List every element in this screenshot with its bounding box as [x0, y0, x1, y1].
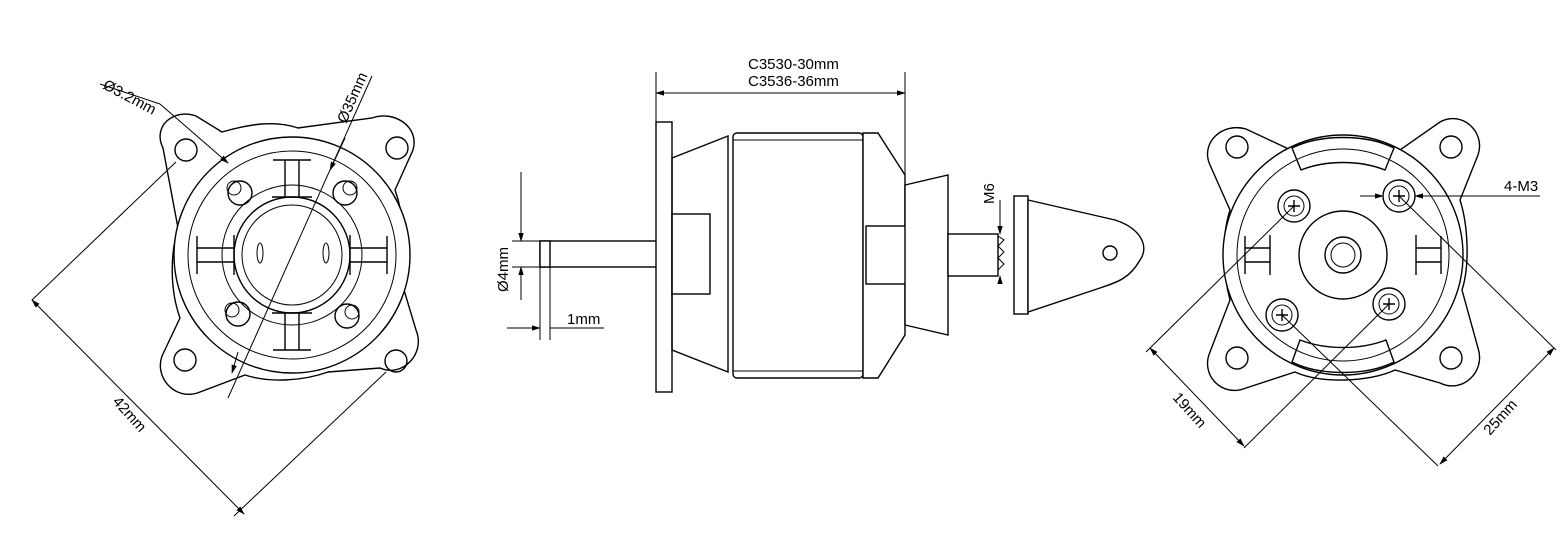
front-hub-inner [241, 204, 343, 306]
body-dim-arrow-top [329, 137, 346, 171]
can-edge-lines [733, 139, 863, 372]
rear-inner-ring [1236, 148, 1450, 362]
mount-spacing-label: 42mm [109, 393, 150, 435]
front-view: Ø3.2mm Ø35mm 42mm [31, 70, 419, 517]
body-diameter-label: Ø35mm [334, 70, 371, 126]
spinner-hole [1102, 245, 1118, 261]
mount-dim-line [31, 299, 245, 515]
rear-window-bottom [1291, 339, 1395, 374]
front-hole-br [384, 349, 408, 373]
rear-hole-br [1439, 346, 1463, 370]
rear-window-top [1291, 136, 1395, 171]
front-slot-right [322, 242, 330, 264]
front-hole-tl [174, 138, 198, 162]
step-ext-lines [539, 267, 551, 340]
front-spokes [196, 159, 388, 351]
adapter-cone [904, 174, 949, 336]
short-ext-2 [1243, 303, 1390, 449]
rear-bearing [1324, 236, 1362, 274]
thread-label: M6 [981, 183, 998, 204]
spinner-washer [1013, 195, 1029, 315]
rear-boss [865, 225, 907, 285]
body-dim-line [227, 75, 373, 399]
rear-hole-tl [1225, 135, 1249, 159]
rear-bearing-inner [1330, 242, 1356, 268]
shaft [539, 240, 661, 268]
shaft-step-label: 1mm [567, 311, 600, 328]
hole-dim-arrow [159, 103, 229, 164]
front-hole-bl [173, 348, 197, 372]
shaft-diameter-label: Ø4mm [495, 247, 512, 292]
shaft-ext-lines [512, 240, 544, 268]
side-view: C3530-30mm C3536-36mm Ø4mm 1mm M6 [495, 56, 1145, 393]
rear-motor-can [1222, 134, 1464, 376]
mount-ext-line-1 [31, 161, 177, 301]
rear-spoke-right [1415, 235, 1442, 275]
thread-zigzag [997, 235, 1005, 271]
flange [655, 121, 673, 393]
spacing-short-label: 19mm [1169, 389, 1210, 431]
motor-can-side [732, 132, 864, 379]
front-hole-tr [385, 136, 409, 160]
adapter-shaft [947, 233, 999, 277]
hole-dim-leader [99, 83, 161, 105]
length-c3530-label: C3530-30mm [748, 56, 839, 73]
hole-diameter-label: Ø3.2mm [100, 77, 159, 119]
rear-hole-tr [1439, 135, 1463, 159]
rear-view: 4-M3 19mm 25mm [1145, 117, 1557, 467]
short-dim-line [1149, 347, 1245, 447]
length-c3536-label: C3536-36mm [748, 73, 839, 90]
front-slot-left [256, 242, 264, 264]
short-ext-1 [1145, 205, 1295, 353]
front-ring-2 [221, 184, 363, 326]
long-dim-line [1439, 347, 1555, 465]
flange-boss [671, 213, 711, 295]
screw-thread-label: 4-M3 [1504, 178, 1538, 195]
spinner-cone [1027, 199, 1145, 313]
front-inner-ring [187, 150, 397, 360]
mount-ext-line-2 [233, 371, 387, 517]
front-bell [671, 134, 729, 374]
shaft-tip [539, 240, 551, 268]
long-ext-2 [1281, 314, 1439, 467]
rear-hole-bl [1225, 346, 1249, 370]
long-ext-1 [1398, 195, 1557, 351]
rear-hub [1298, 210, 1388, 300]
